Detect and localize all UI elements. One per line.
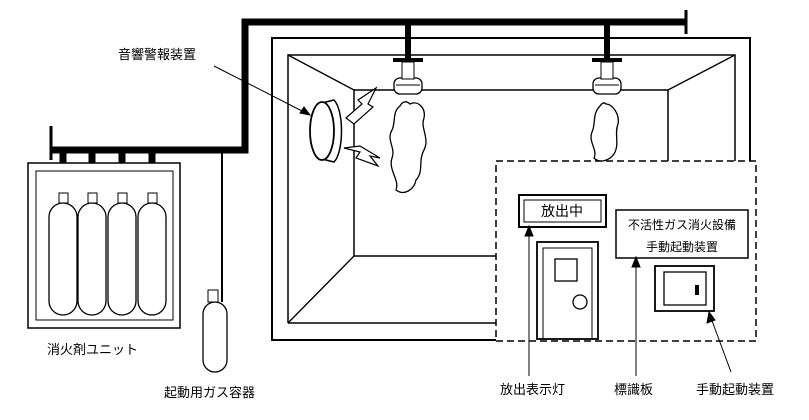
label-start-gas-container: 起動用ガス容器 (164, 385, 255, 401)
leader-lines (213, 65, 732, 376)
door (536, 241, 599, 340)
alarm-lightning-lower-icon (343, 145, 381, 168)
nozzle-2 (592, 58, 622, 95)
discharge-cloud-1 (389, 101, 427, 194)
leader-alarm (213, 65, 305, 113)
room-corner-tl (287, 54, 355, 91)
manual-start-handle (695, 285, 699, 295)
alarm-lightning-upper-icon (345, 86, 378, 125)
room-corner-bl (287, 255, 355, 324)
door-window (554, 258, 578, 282)
door-knob (572, 294, 588, 310)
sign-board-line1: 不活性ガス消火設備 (628, 217, 736, 232)
agent-unit (27, 162, 181, 329)
label-alarm-device: 音響警報装置 (118, 47, 196, 63)
start-gas-container (202, 289, 228, 373)
alarm-bell-icon (309, 86, 381, 168)
main-pipe (52, 18, 686, 154)
label-sign-board: 標識板 (614, 383, 653, 398)
cylinder-3 (107, 192, 137, 316)
discharge-indicator-lamp: 放出中 (518, 194, 607, 228)
leader-manual-start (710, 317, 732, 373)
cylinder-4 (137, 192, 167, 316)
manual-start-device (654, 265, 715, 312)
discharge-cloud-2 (590, 102, 619, 162)
cylinder-1 (48, 192, 78, 316)
agent-unit-cabinet-inner (35, 170, 174, 321)
room-corner-tr (667, 54, 736, 91)
sign-board: 不活性ガス消火設備 手動起動装置 (615, 209, 749, 259)
cylinder-2 (77, 192, 107, 316)
label-agent-unit: 消火剤ユニット (47, 342, 138, 358)
sign-board-line2: 手動起動装置 (646, 240, 718, 254)
label-discharge-lamp: 放出表示灯 (500, 383, 565, 398)
nozzle-1 (393, 58, 423, 95)
discharge-lamp-text: 放出中 (541, 204, 583, 220)
label-manual-start-device: 手動起動装置 (696, 383, 774, 398)
